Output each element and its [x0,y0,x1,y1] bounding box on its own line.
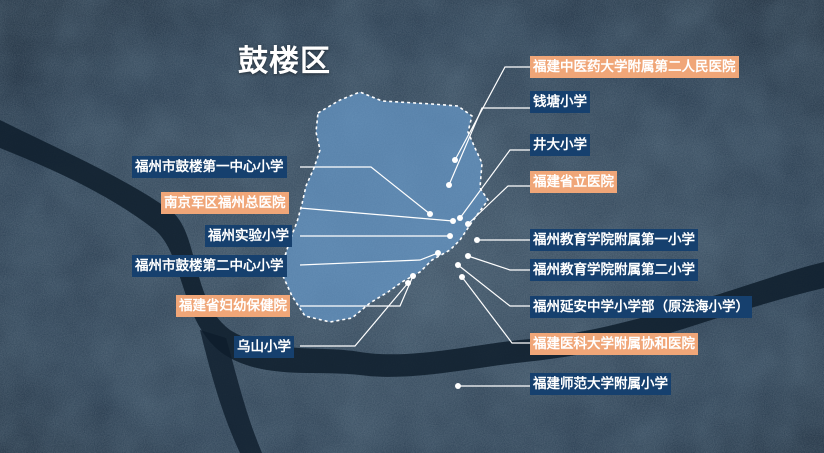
label-yanan-middle-school[interactable]: 福州延安中学小学部（原法海小学） [530,296,752,318]
label-maternal-child-hospital[interactable]: 福建省妇幼保健院 [176,295,290,317]
poi-dot [455,383,461,389]
river-branch [200,330,262,453]
label-fujian-tcm-hospital-2[interactable]: 福建中医药大学附属第二人民医院 [530,56,739,78]
poi-dot [410,273,416,279]
poi-dot [450,218,456,224]
poi-dot [427,211,433,217]
label-union-hospital[interactable]: 福建医科大学附属协和医院 [530,333,698,355]
poi-dot [465,253,471,259]
label-normal-university-school[interactable]: 福建师范大学附属小学 [530,373,671,395]
poi-dot [447,233,453,239]
poi-dot [465,221,471,227]
poi-markers [405,157,480,389]
label-gulou-central-school-2[interactable]: 福州市鼓楼第二中心小学 [132,255,287,277]
poi-dot [455,262,461,268]
label-jingda-school[interactable]: 井大小学 [530,134,590,156]
district-title: 鼓楼区 [238,44,331,79]
poi-dot [474,237,480,243]
label-fujian-provincial-hospital[interactable]: 福建省立医院 [530,171,617,193]
leader-lines [299,66,530,387]
label-experimental-school[interactable]: 福州实验小学 [205,225,292,247]
gulou-district-boundary [282,91,489,323]
poi-dot [459,274,465,280]
poi-dot [446,182,452,188]
poi-dot [457,215,463,221]
label-gulou-central-school-1[interactable]: 福州市鼓楼第一中心小学 [132,156,287,178]
label-nanjing-military-hospital[interactable]: 南京军区福州总医院 [161,192,289,214]
poi-dot [452,157,458,163]
poi-dot [435,250,441,256]
label-education-college-school-1[interactable]: 福州教育学院附属第一小学 [530,229,698,251]
poi-dot [405,280,411,286]
label-wushan-school[interactable]: 乌山小学 [234,336,294,358]
label-qiantang-school[interactable]: 钱塘小学 [530,91,590,113]
label-education-college-school-2[interactable]: 福州教育学院附属第二小学 [530,259,698,281]
